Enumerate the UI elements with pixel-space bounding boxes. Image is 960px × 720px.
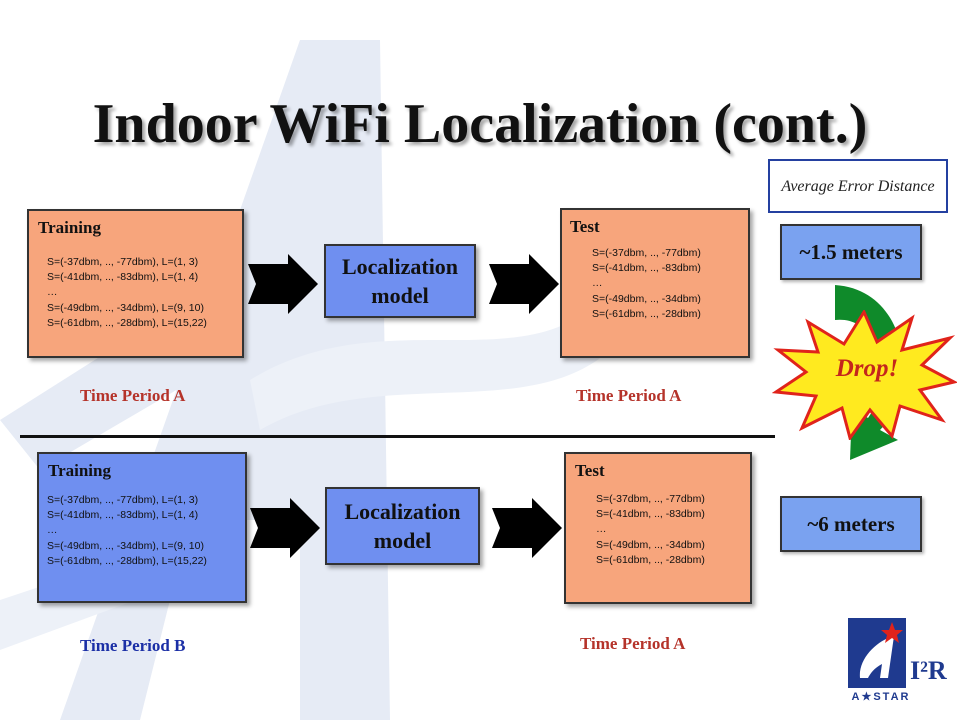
explosion-starburst-icon: [772, 310, 957, 440]
page-title: Indoor WiFi Localization (cont.): [92, 93, 868, 155]
bottom-test-lines: S=(-37dbm, .., -77dbm) S=(-41dbm, .., -8…: [596, 492, 705, 568]
bottom-localization-model: Localization model: [325, 487, 480, 565]
top-training-heading: Training: [38, 218, 101, 237]
top-test-lines: S=(-37dbm, .., -77dbm) S=(-41dbm, .., -8…: [592, 246, 701, 322]
model-line1: Localization: [341, 254, 459, 279]
astar-org-label: A★STAR: [851, 691, 911, 703]
top-test-line: …: [592, 277, 603, 290]
block-arrow-icon: [492, 498, 562, 558]
average-error-distance-label: Average Error Distance: [768, 159, 948, 213]
drop-label: Drop!: [835, 355, 899, 382]
section-divider: [20, 435, 775, 438]
top-test-line: S=(-49dbm, .., -34dbm): [592, 292, 701, 305]
bottom-training-lines: S=(-37dbm, .., -77dbm), L=(1, 3) S=(-41d…: [47, 493, 207, 569]
top-training-lines: S=(-37dbm, .., -77dbm), L=(1, 3) S=(-41d…: [47, 255, 207, 331]
model-line1: Localization: [344, 499, 461, 524]
bottom-test-box: Test S=(-37dbm, .., -77dbm) S=(-41dbm, .…: [564, 452, 752, 604]
bottom-training-line: S=(-37dbm, .., -77dbm), L=(1, 3): [47, 494, 199, 506]
bottom-training-box: Training S=(-37dbm, .., -77dbm), L=(1, 3…: [37, 452, 247, 603]
top-test-line: S=(-41dbm, .., -83dbm): [592, 262, 701, 275]
bottom-test-line: S=(-49dbm, .., -34dbm): [596, 538, 705, 551]
bottom-training-period: Time Period B: [80, 636, 186, 655]
top-test-box: Test S=(-37dbm, .., -77dbm) S=(-41dbm, .…: [560, 208, 750, 358]
top-test-period: Time Period A: [576, 386, 682, 405]
astar-logo-icon: [848, 618, 906, 688]
block-arrow-icon: [248, 254, 318, 314]
model-line2: model: [373, 528, 432, 553]
bottom-test-heading: Test: [575, 461, 605, 480]
block-arrow-icon: [489, 254, 559, 314]
bottom-test-line: S=(-61dbm, .., -28dbm): [596, 553, 705, 566]
top-training-period: Time Period A: [80, 386, 186, 405]
i2r-label: I²R: [910, 656, 947, 685]
bottom-test-line: S=(-37dbm, .., -77dbm): [596, 493, 705, 505]
top-training-line: …: [47, 286, 58, 299]
astar-logo: A★STAR I²R: [848, 618, 948, 714]
model-line2: model: [371, 283, 429, 308]
top-training-box: Training S=(-37dbm, .., -77dbm), L=(1, 3…: [27, 209, 244, 358]
bottom-training-line: S=(-41dbm, .., -83dbm), L=(1, 4): [47, 509, 199, 522]
bottom-test-line: …: [596, 523, 607, 536]
bottom-training-line: S=(-61dbm, .., -28dbm), L=(15,22): [47, 554, 207, 567]
top-test-line: S=(-61dbm, .., -28dbm): [592, 307, 701, 320]
bottom-training-line: S=(-49dbm, .., -34dbm), L=(9, 10): [47, 539, 204, 552]
bottom-test-line: S=(-41dbm, .., -83dbm): [596, 508, 705, 521]
bottom-test-period: Time Period A: [580, 634, 686, 653]
top-training-line: S=(-37dbm, .., -77dbm), L=(1, 3): [47, 256, 199, 268]
top-training-line: S=(-61dbm, .., -28dbm), L=(15,22): [47, 316, 207, 329]
top-training-line: S=(-41dbm, .., -83dbm), L=(1, 4): [47, 271, 199, 284]
top-training-line: S=(-49dbm, .., -34dbm), L=(9, 10): [47, 301, 204, 314]
bottom-training-line: …: [47, 524, 58, 537]
top-localization-model: Localization model: [324, 244, 476, 318]
bottom-training-heading: Training: [48, 461, 111, 480]
top-test-heading: Test: [570, 217, 600, 236]
top-test-line: S=(-37dbm, .., -77dbm): [592, 247, 701, 259]
top-result-box: ~1.5 meters: [780, 224, 922, 280]
bottom-result-box: ~6 meters: [780, 496, 922, 552]
block-arrow-icon: [250, 498, 320, 558]
